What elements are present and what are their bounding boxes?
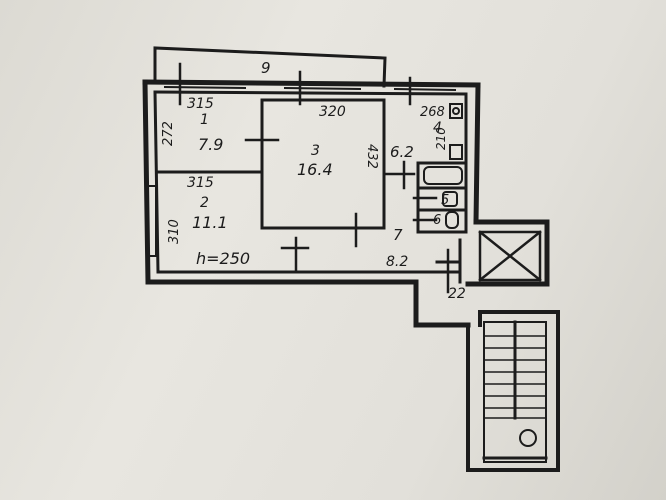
room-1-number-label: 1 [200, 112, 209, 128]
balcony-length-label: 9 [261, 59, 271, 77]
elevator-shaft [478, 230, 542, 282]
room-2-depth-label: 310 [167, 219, 182, 244]
room-3-depth-label: 432 [364, 144, 379, 169]
room-4-width-label: 268 [420, 105, 445, 120]
room-5-number-label: 5 [441, 193, 449, 208]
entry-dimension-label: 22 [448, 286, 466, 302]
room-1-width-label: 315 [187, 96, 214, 112]
room-6-number-label: 6 [433, 213, 441, 228]
room-3-area-label: 16.4 [297, 160, 333, 179]
staircase [466, 310, 560, 472]
room-4-area-label: 6.2 [390, 143, 414, 161]
room-3-width-label: 320 [319, 104, 346, 120]
room-4-number-label: 4 [433, 120, 442, 136]
windows [147, 85, 457, 257]
room-7-area-label: 8.2 [386, 254, 408, 270]
ceiling-height-label: h=250 [196, 249, 250, 268]
room-2-width-label: 315 [187, 175, 214, 191]
sanitary-fixtures [423, 103, 463, 229]
outer-walls [142, 79, 550, 328]
door-marks [178, 62, 450, 294]
room-3-number-label: 3 [311, 143, 320, 159]
room-2-area-label: 11.1 [192, 213, 228, 232]
balcony [153, 46, 387, 88]
room-2-number-label: 2 [200, 195, 209, 211]
inner-walls [153, 90, 468, 284]
room-1-area-label: 7.9 [198, 135, 223, 154]
room-1-depth-label: 272 [161, 121, 176, 146]
room-4-depth-label: 210 [434, 127, 448, 150]
room-7-number-label: 7 [393, 226, 403, 244]
